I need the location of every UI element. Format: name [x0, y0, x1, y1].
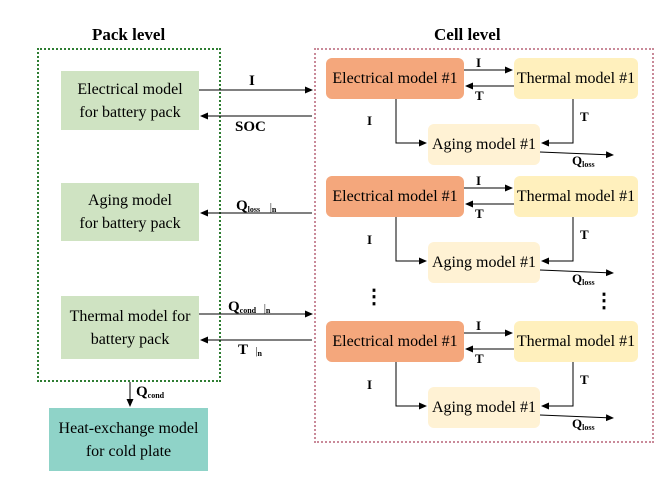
pack-aging-model: Aging model for battery pack	[61, 183, 199, 241]
cell2-aging-temperature-label: T	[580, 227, 589, 242]
cell-electrical-model-1: Electrical model #1	[326, 58, 464, 99]
cell3-aging-temperature-label: T	[580, 372, 589, 387]
cell-thermal-model-3: Thermal model #1	[514, 321, 638, 362]
cell-electrical-model-3: Electrical model #1	[326, 321, 464, 362]
cell-thermal-model-2: Thermal model #1	[514, 176, 638, 217]
pack-level-frame	[37, 48, 221, 382]
cell-ellipsis-left: ⋮	[364, 286, 384, 308]
pack-temperature-label: T |n	[238, 342, 262, 358]
cell3-current-label: I	[476, 318, 482, 333]
soc-label: SOC	[235, 119, 266, 135]
cell1-aging-current-label: I	[367, 113, 373, 128]
cell2-qloss-label: Qloss	[572, 271, 595, 288]
cell-ellipsis-right: ⋮	[594, 290, 614, 312]
cell1-qloss-label: Qloss	[572, 153, 595, 170]
pack-qloss-label: Qloss |n	[236, 198, 277, 214]
cell-level-frame	[314, 48, 654, 443]
pack-qcond-label: Qcond |n	[228, 299, 271, 315]
cell-electrical-model-2: Electrical model #1	[326, 176, 464, 217]
heat-exchange-model: Heat-exchange model for cold plate	[49, 408, 208, 471]
cell1-aging-temperature-label: T	[580, 109, 589, 124]
pack-current-label: I	[249, 73, 255, 89]
cell-level-title: Cell level	[434, 25, 501, 44]
cell-aging-model-1: Aging model #1	[428, 124, 540, 165]
cell3-temperature-label: T	[475, 351, 484, 366]
cell2-temperature-label: T	[475, 206, 484, 221]
pack-thermal-model: Thermal model for battery pack	[61, 296, 199, 359]
cell3-aging-current-label: I	[367, 377, 373, 392]
cell2-aging-current-label: I	[367, 232, 373, 247]
cell2-current-label: I	[476, 173, 482, 188]
cell3-qloss-label: Qloss	[572, 416, 595, 433]
heat-qcond-label: Qcond	[136, 384, 165, 400]
pack-level-title: Pack level	[92, 25, 166, 44]
cell-aging-model-3: Aging model #1	[428, 387, 540, 428]
cell-aging-model-2: Aging model #1	[428, 242, 540, 283]
cell1-temperature-label: T	[475, 88, 484, 103]
cell1-current-label: I	[476, 55, 482, 70]
cell-thermal-model-1: Thermal model #1	[514, 58, 638, 99]
pack-electrical-model: Electrical model for battery pack	[61, 71, 199, 130]
